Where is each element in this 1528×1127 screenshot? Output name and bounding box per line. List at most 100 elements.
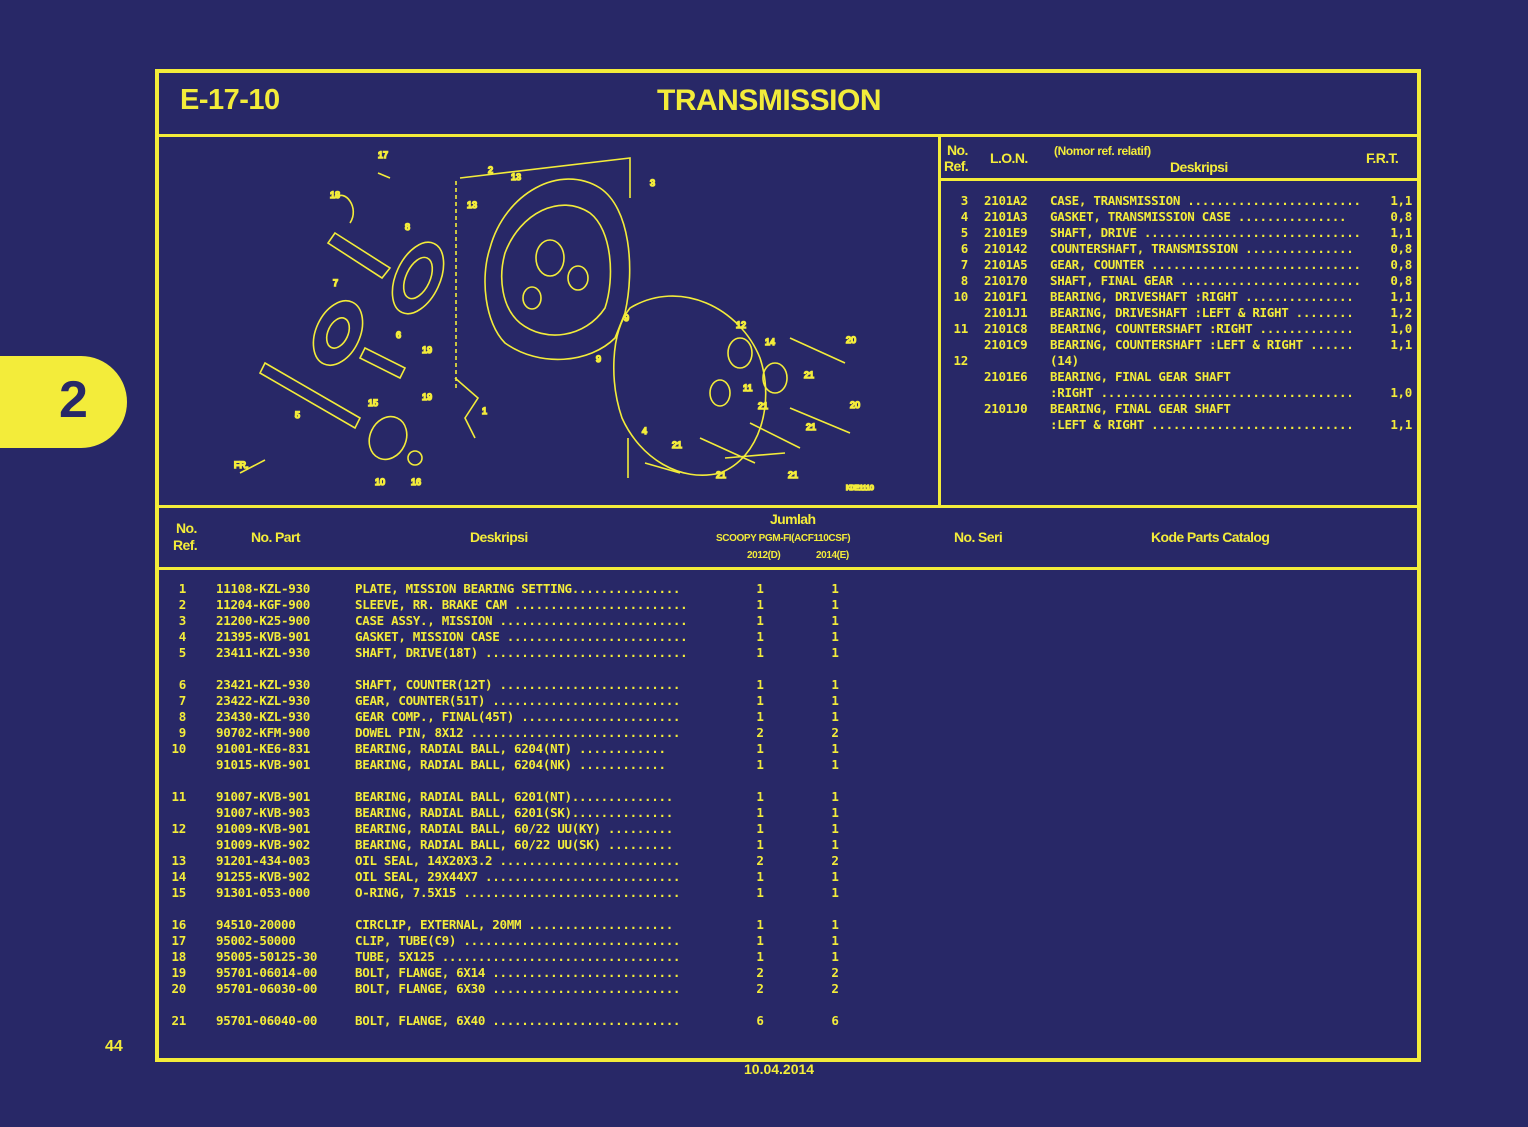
qty-2014: 1 bbox=[831, 645, 839, 660]
part-ref-no: 7 bbox=[178, 693, 186, 708]
lon-code: 2101C9 bbox=[984, 337, 1028, 352]
svg-text:14: 14 bbox=[765, 337, 775, 347]
part-number: 23430-KZL-930 bbox=[216, 709, 310, 724]
lon-desc: SHAFT, FINAL GEAR ......................… bbox=[1050, 273, 1361, 288]
svg-text:7: 7 bbox=[333, 278, 338, 288]
part-number: 11108-KZL-930 bbox=[216, 581, 310, 596]
part-desc: GEAR, COUNTER(51T) .....................… bbox=[355, 693, 681, 708]
part-desc: PLATE, MISSION BEARING SETTING..........… bbox=[355, 581, 681, 596]
qty-2012: 2 bbox=[756, 725, 764, 740]
part-desc: BEARING, RADIAL BALL, 6201(NT)..........… bbox=[355, 789, 673, 804]
parts-header-desc: Deskripsi bbox=[470, 529, 528, 545]
part-ref-no: 15 bbox=[171, 885, 186, 900]
parts-header-model: SCOOPY PGM-FI(ACF110CSF) bbox=[716, 533, 851, 544]
page-title: TRANSMISSION bbox=[657, 84, 882, 117]
lon-ref-no: 12 bbox=[953, 353, 968, 368]
svg-text:21: 21 bbox=[672, 440, 682, 450]
lon-desc: BEARING, COUNTERSHAFT :LEFT & RIGHT ....… bbox=[1050, 337, 1354, 352]
lon-desc: :LEFT & RIGHT ..........................… bbox=[1050, 417, 1354, 432]
part-ref-no: 21 bbox=[171, 1013, 186, 1028]
svg-text:19: 19 bbox=[422, 345, 432, 355]
lon-code: 2101E6 bbox=[984, 369, 1028, 384]
lon-code: 2101A5 bbox=[984, 257, 1028, 272]
svg-text:21: 21 bbox=[716, 470, 726, 480]
svg-text:13: 13 bbox=[467, 200, 477, 210]
qty-2014: 2 bbox=[831, 853, 839, 868]
lon-code: 210142 bbox=[984, 241, 1028, 256]
part-desc: SHAFT, DRIVE(18T) ......................… bbox=[355, 645, 688, 660]
lon-code: 2101E9 bbox=[984, 225, 1028, 240]
lon-frt: 1,1 bbox=[1390, 225, 1412, 240]
lon-ref-no: 7 bbox=[960, 257, 968, 272]
lon-desc: BEARING, DRIVESHAFT :LEFT & RIGHT ......… bbox=[1050, 305, 1354, 320]
part-number: 91001-KE6-831 bbox=[216, 741, 310, 756]
svg-text:21: 21 bbox=[806, 422, 816, 432]
qty-2014: 2 bbox=[831, 965, 839, 980]
lon-frt: 1,0 bbox=[1390, 385, 1412, 400]
qty-2014: 1 bbox=[831, 869, 839, 884]
lon-ref-no: 4 bbox=[960, 209, 968, 224]
part-number: 91009-KVB-901 bbox=[216, 821, 310, 836]
part-desc: TUBE, 5X125 ............................… bbox=[355, 949, 681, 964]
part-ref-no: 9 bbox=[178, 725, 186, 740]
part-number: 23411-KZL-930 bbox=[216, 645, 310, 660]
parts-top-divider bbox=[155, 505, 1417, 508]
svg-text:21: 21 bbox=[788, 470, 798, 480]
lon-header-no: No. bbox=[947, 142, 968, 158]
svg-text:9: 9 bbox=[596, 354, 601, 364]
lon-header-desc-note: (Nomor ref. relatif) bbox=[1054, 144, 1151, 158]
qty-2014: 6 bbox=[831, 1013, 839, 1028]
qty-2012: 1 bbox=[756, 917, 764, 932]
lon-code: 2101J0 bbox=[984, 401, 1028, 416]
qty-2012: 1 bbox=[756, 933, 764, 948]
part-ref-no: 16 bbox=[171, 917, 186, 932]
part-desc: OIL SEAL, 29X44X7 ......................… bbox=[355, 869, 681, 884]
page-frame bbox=[155, 69, 1421, 1062]
parts-header-no: No. bbox=[176, 520, 197, 536]
part-desc: SHAFT, COUNTER(12T) ....................… bbox=[355, 677, 681, 692]
qty-2012: 2 bbox=[756, 965, 764, 980]
qty-2012: 1 bbox=[756, 949, 764, 964]
parts-header-year-2014: 2014(E) bbox=[816, 550, 849, 561]
chapter-tab: 2 bbox=[0, 356, 127, 448]
lon-ref-no: 5 bbox=[960, 225, 968, 240]
svg-text:3: 3 bbox=[650, 178, 655, 188]
header-divider bbox=[155, 134, 1417, 137]
part-desc: BOLT, FLANGE, 6X30 .....................… bbox=[355, 981, 681, 996]
qty-2012: 1 bbox=[756, 629, 764, 644]
svg-text:13: 13 bbox=[511, 172, 521, 182]
part-ref-no: 12 bbox=[171, 821, 186, 836]
qty-2014: 1 bbox=[831, 597, 839, 612]
lon-desc: COUNTERSHAFT, TRANSMISSION .............… bbox=[1050, 241, 1354, 256]
part-desc: BEARING, RADIAL BALL, 6204(NK) .........… bbox=[355, 757, 666, 772]
qty-2012: 1 bbox=[756, 693, 764, 708]
lon-desc: GEAR, COUNTER ..........................… bbox=[1050, 257, 1361, 272]
part-ref-no: 3 bbox=[178, 613, 186, 628]
lon-code: 2101A2 bbox=[984, 193, 1028, 208]
qty-2012: 1 bbox=[756, 597, 764, 612]
lon-header-divider bbox=[938, 178, 1417, 181]
lon-row: 2101C9 BEARING, COUNTERSHAFT :LEFT & RIGH… bbox=[946, 337, 1412, 353]
svg-text:12: 12 bbox=[736, 320, 746, 330]
lon-code: 2101F1 bbox=[984, 289, 1028, 304]
lon-ref-no: 11 bbox=[953, 321, 968, 336]
svg-text:20: 20 bbox=[850, 400, 860, 410]
diagram-divider bbox=[938, 134, 941, 507]
lon-desc: BEARING, FINAL GEAR SHAFT bbox=[1050, 369, 1231, 384]
lon-code: 2101C8 bbox=[984, 321, 1028, 336]
lon-frt: 1,2 bbox=[1390, 305, 1412, 320]
